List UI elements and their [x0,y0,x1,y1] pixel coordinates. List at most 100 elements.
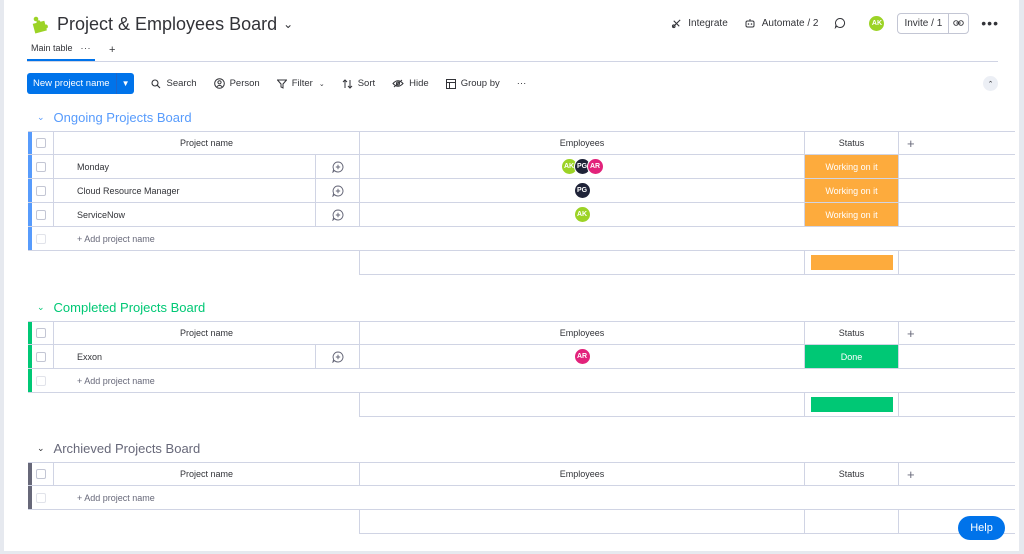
status-cell[interactable]: Done [805,345,899,368]
status-badge[interactable]: Working on it [805,155,898,178]
item-name[interactable]: Monday [54,155,316,178]
column-header-employees[interactable]: Employees [360,322,805,344]
add-item-row[interactable]: + Add project name [28,369,1015,393]
chevron-down-icon[interactable]: ⌄ [318,80,325,88]
more-options-icon[interactable]: ••• [981,15,999,31]
sort-button[interactable]: Sort [342,78,375,89]
board-title[interactable]: Project & Employees Board [57,13,278,34]
add-update-button[interactable] [316,155,360,178]
status-cell[interactable]: Working on it [805,203,899,226]
employees-cell[interactable]: AK [360,203,805,226]
add-item-input[interactable]: + Add project name [77,492,155,503]
summary-status[interactable] [805,510,899,533]
avatar[interactable]: AR [586,158,604,175]
row-checkbox-cell[interactable] [28,179,54,202]
column-header-employees[interactable]: Employees [360,132,805,154]
group-title[interactable]: ⌄Completed Projects Board [37,298,205,316]
tab-main-table[interactable]: Main table ··· [27,43,96,61]
table-row[interactable]: Exxon AR Done [28,345,1015,369]
select-all-checkbox[interactable] [28,322,54,344]
column-header-status[interactable]: Status [805,463,899,485]
column-header-status[interactable]: Status [805,322,899,344]
column-header-name[interactable]: Project name [54,463,360,485]
add-item-row[interactable]: + Add project name [28,486,1015,510]
column-header-status[interactable]: Status [805,132,899,154]
status-cell[interactable]: Working on it [805,155,899,178]
summary-status[interactable] [805,251,899,274]
checkbox[interactable] [35,469,46,479]
tab-menu-icon[interactable]: ··· [80,43,92,53]
checkbox[interactable] [35,328,46,338]
employees-cell[interactable]: PG [360,179,805,202]
avatar[interactable]: AK [573,206,591,223]
status-badge[interactable]: Working on it [805,203,898,226]
status-summary-bar[interactable] [810,397,893,412]
person-filter-button[interactable]: Person [213,78,260,89]
row-checkbox-cell[interactable] [28,155,54,178]
filter-button[interactable]: Filter ⌄ [276,78,325,89]
updates-button[interactable] [834,17,852,29]
add-item-row[interactable]: + Add project name [28,227,1015,251]
group-title[interactable]: ⌄Archieved Projects Board [37,439,200,457]
status-summary-bar[interactable] [810,255,893,270]
checkbox[interactable] [35,351,46,362]
group-title[interactable]: ⌄Ongoing Projects Board [37,108,192,126]
hide-label: Hide [409,78,429,89]
add-update-button[interactable] [316,179,360,202]
add-column-button[interactable]: + [907,325,915,341]
add-update-button[interactable] [316,345,360,368]
checkbox[interactable] [35,185,46,196]
checkbox[interactable] [35,161,46,172]
copy-link-button[interactable] [948,13,968,33]
add-column-button[interactable]: + [907,135,915,151]
integrate-button[interactable]: Integrate [671,18,728,29]
column-header-name[interactable]: Project name [54,322,360,344]
column-header-employees[interactable]: Employees [360,463,805,485]
add-item-input[interactable]: + Add project name [77,233,155,244]
user-avatar-button[interactable]: AK [868,14,886,32]
item-name[interactable]: Cloud Resource Manager [54,179,316,202]
select-all-checkbox[interactable] [28,132,54,154]
group-color-bar [28,462,32,510]
help-button[interactable]: Help [958,516,1005,540]
status-cell[interactable]: Working on it [805,179,899,202]
checkbox[interactable] [35,209,46,220]
status-badge[interactable]: Working on it [805,179,898,202]
automate-button[interactable]: Automate / 2 [744,18,818,29]
row-checkbox-cell[interactable] [28,345,54,368]
chevron-down-icon[interactable]: ⌄ [283,17,294,31]
chevron-down-icon[interactable]: ⌄ [37,442,45,453]
add-item-input[interactable]: + Add project name [77,375,155,386]
invite-button[interactable]: Invite / 1 [897,12,970,34]
hide-button[interactable]: Hide [392,78,429,89]
group-by-button[interactable]: Group by [445,78,500,89]
chevron-down-icon[interactable]: ⌄ [37,301,45,312]
checkbox[interactable] [35,138,46,148]
chevron-down-icon[interactable]: ⌄ [37,111,45,122]
select-all-checkbox[interactable] [28,463,54,485]
item-name[interactable]: Exxon [54,345,316,368]
status-badge[interactable]: Done [805,345,898,368]
add-column-button[interactable]: + [907,466,915,482]
summary-status[interactable] [805,393,899,416]
avatar[interactable]: AR [573,348,591,365]
add-view-icon[interactable]: + [109,44,116,56]
more-toolbar-icon[interactable]: ··· [516,78,527,89]
add-update-button[interactable] [316,203,360,226]
table-row[interactable]: ServiceNow AK Working on it [28,203,1015,227]
row-checkbox-cell[interactable] [28,203,54,226]
chevron-down-icon[interactable]: ▼ [115,73,135,94]
table-row[interactable]: Cloud Resource Manager PG Working on it [28,179,1015,203]
search-button[interactable]: Search [151,78,197,89]
employees-cell[interactable]: AR [360,345,805,368]
column-header-name[interactable]: Project name [54,132,360,154]
new-item-button[interactable]: New project name ▼ [27,73,135,94]
collapse-header-icon[interactable]: ⌃ [983,76,998,91]
item-name[interactable]: ServiceNow [54,203,316,226]
avatar[interactable]: PG [573,182,591,199]
